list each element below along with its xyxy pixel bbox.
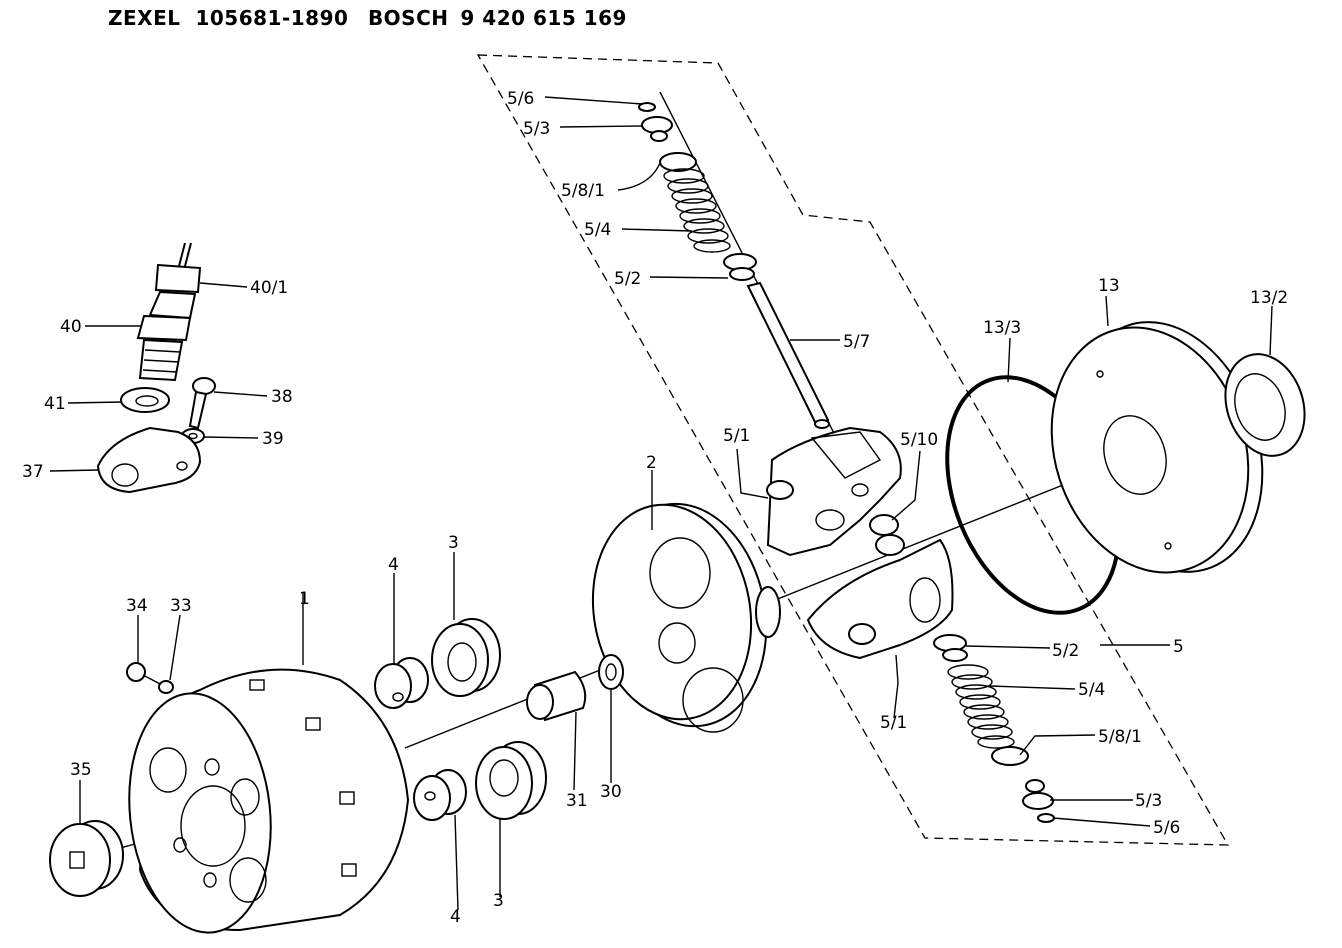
label-5-3-top: 5/3: [523, 119, 550, 139]
label-40-1: 40/1: [250, 278, 288, 298]
screw-34: [126, 662, 163, 686]
label-34: 34: [126, 596, 148, 616]
seat-5-3-top: [641, 116, 673, 142]
leader-lines: [49, 96, 1273, 911]
brand-bosch: BOSCH: [367, 6, 449, 30]
label-4-bottom: 4: [450, 907, 461, 927]
flange-37: [96, 426, 202, 494]
screw-38: [188, 377, 216, 430]
part-number-bosch: 9 420 615 169: [460, 6, 627, 30]
label-4-top: 4: [388, 555, 399, 575]
label-5: 5: [1173, 637, 1184, 657]
clip-5-6-bottom: [1037, 813, 1055, 823]
piston-4-bottom: [413, 769, 467, 821]
clip-5-6-top: [638, 102, 656, 112]
washer-5-8-1-top: [659, 152, 697, 172]
block-5-1-bottom: [806, 538, 954, 660]
label-30: 30: [600, 782, 622, 802]
spring-5-4-top: [663, 168, 731, 253]
label-5-4-bottom: 5/4: [1078, 680, 1105, 700]
seat-5-2-bottom: [933, 634, 968, 662]
label-5-2-bottom: 5/2: [1052, 641, 1079, 661]
label-5-8-1-bottom: 5/8/1: [1098, 727, 1142, 747]
assembly-5-boundary: [476, 54, 1230, 846]
housing-1: [128, 668, 410, 934]
seat-5-2-top: [723, 253, 757, 281]
label-40: 40: [60, 317, 82, 337]
label-41: 41: [44, 394, 66, 414]
label-3-bottom: 3: [493, 891, 504, 911]
brand-zexel: ZEXEL: [108, 6, 181, 30]
label-13: 13: [1098, 276, 1120, 296]
block-5-1-top: [766, 426, 902, 557]
label-3-top: 3: [448, 533, 459, 553]
washer-33: [158, 680, 174, 694]
label-35: 35: [70, 760, 92, 780]
piston-4-top: [374, 657, 429, 709]
plug-35: [49, 820, 124, 897]
label-13-2: 13/2: [1250, 288, 1288, 308]
label-5-2-top: 5/2: [614, 269, 641, 289]
label-5-6-top: 5/6: [507, 89, 534, 109]
sleeve-31: [526, 670, 587, 722]
washer-5-10: [869, 514, 905, 556]
washer-5-8-1-bottom: [991, 746, 1029, 766]
label-5-7: 5/7: [843, 332, 870, 352]
label-5-10: 5/10: [900, 430, 938, 450]
label-5-1-top: 5/1: [723, 426, 750, 446]
plug-3-top: [431, 618, 501, 697]
cam-ring-2: [591, 502, 781, 733]
plunger-5-7: [746, 281, 830, 429]
plug-3-bottom: [475, 741, 547, 820]
label-1: 1: [299, 589, 310, 609]
drawing-header: ZEXEL 105681-1890 BOSCH 9 420 615 169: [108, 6, 627, 36]
label-5-6-bottom: 5/6: [1153, 818, 1180, 838]
part-number-zexel: 105681-1890: [195, 6, 349, 30]
label-37: 37: [22, 462, 44, 482]
ring-30: [598, 654, 624, 690]
spring-5-4-bottom: [947, 664, 1015, 749]
fitting-40: [136, 242, 202, 382]
label-33: 33: [170, 596, 192, 616]
label-5-8-1-top: 5/8/1: [561, 181, 605, 201]
label-5-4-top: 5/4: [584, 220, 611, 240]
label-13-3: 13/3: [983, 318, 1021, 338]
label-5-1-bottom: 5/1: [880, 713, 907, 733]
label-39: 39: [262, 429, 284, 449]
seat-5-3-bottom: [1022, 779, 1054, 810]
label-2: 2: [646, 453, 657, 473]
label-5-3-bottom: 5/3: [1135, 791, 1162, 811]
washer-41: [120, 387, 170, 413]
label-31: 31: [566, 791, 588, 811]
cover-13: [1050, 321, 1264, 574]
label-38: 38: [271, 387, 293, 407]
seal-13-2: [1224, 353, 1306, 457]
